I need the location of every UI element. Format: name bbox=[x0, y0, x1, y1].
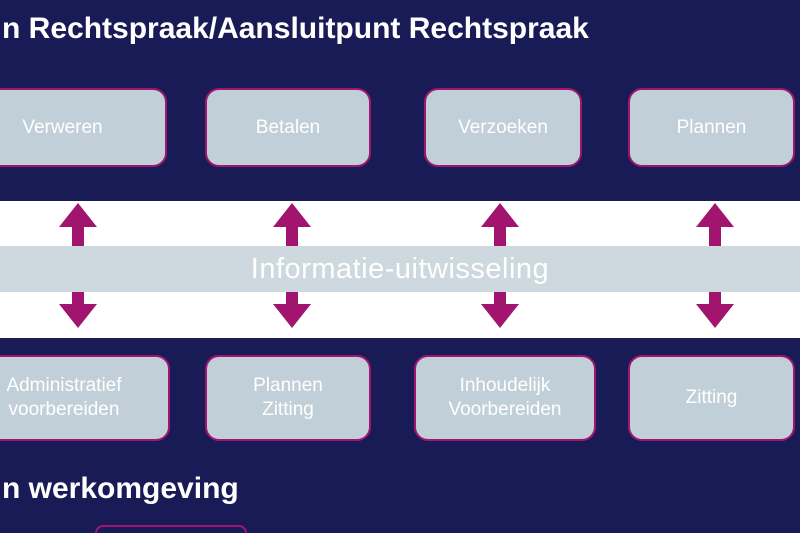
process-box-label: Inhoudelijk Voorbereiden bbox=[448, 375, 562, 420]
process-box-label: Verweren bbox=[22, 116, 103, 138]
top-band-title: n Rechtspraak/Aansluitpunt Rechtspraak bbox=[2, 12, 589, 45]
process-box-plannen-zitting: Plannen Zitting bbox=[205, 355, 371, 441]
process-box-label: Administratief voorbereiden bbox=[6, 375, 122, 420]
process-box-plannen: Plannen bbox=[628, 88, 795, 167]
process-box-label: Betalen bbox=[255, 116, 321, 138]
process-box-administratief-voorbereiden: Administratief voorbereiden bbox=[0, 355, 170, 441]
process-box-betalen: Betalen bbox=[205, 88, 371, 167]
process-box-zitting: Zitting bbox=[628, 355, 795, 441]
process-box-label: Plannen Zitting bbox=[253, 375, 323, 420]
process-box-inhoudelijk-voorbereiden: Inhoudelijk Voorbereiden bbox=[414, 355, 596, 441]
process-box-label: Zitting bbox=[685, 387, 738, 409]
process-box-label: Plannen bbox=[676, 116, 747, 138]
process-box-verweren: Verweren bbox=[0, 88, 167, 167]
information-exchange-label: Informatie-uitwisseling bbox=[250, 252, 550, 285]
cutoff-box bbox=[95, 525, 247, 533]
information-exchange-band: Informatie-uitwisseling bbox=[0, 246, 800, 292]
process-box-verzoeken: Verzoeken bbox=[424, 88, 582, 167]
process-box-label: Verzoeken bbox=[458, 116, 548, 138]
bottom-band-title: n werkomgeving bbox=[2, 472, 239, 505]
